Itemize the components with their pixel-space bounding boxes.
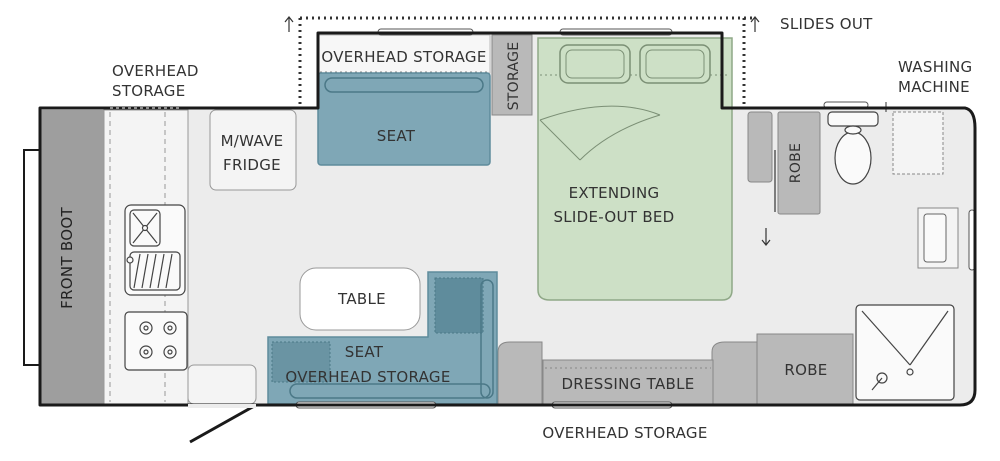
washing-label: WASHING bbox=[898, 58, 972, 76]
robe-bottom-label: ROBE bbox=[784, 361, 827, 379]
mwave-fridge bbox=[209, 109, 297, 191]
cooktop-icon bbox=[124, 311, 188, 371]
seat-bottom-label: SEAT bbox=[345, 343, 384, 361]
overhead-storage-bottom-label: OVERHEAD STORAGE bbox=[542, 424, 707, 442]
entry-door bbox=[189, 403, 257, 444]
dining-table bbox=[299, 267, 421, 331]
shower-icon bbox=[855, 304, 955, 401]
overhead-storage-left-label: OVERHEAD bbox=[112, 62, 199, 80]
lounge-seat bbox=[267, 271, 498, 405]
outer-walls bbox=[38, 31, 977, 407]
slides-out-label: SLIDES OUT bbox=[780, 15, 873, 33]
washing-machine bbox=[892, 111, 944, 175]
seat-top bbox=[317, 72, 491, 166]
slide-out-bed-label: SLIDE-OUT BED bbox=[553, 208, 674, 226]
front-boot-label: FRONT BOOT bbox=[58, 207, 76, 309]
robe-top-label: ROBE bbox=[788, 143, 804, 183]
extending-bed bbox=[537, 37, 733, 301]
robe-top bbox=[777, 111, 821, 215]
mwave-label: M/WAVE bbox=[221, 132, 284, 150]
storage-vertical bbox=[491, 34, 533, 116]
sink-icon bbox=[124, 204, 186, 296]
machine-label: MACHINE bbox=[898, 78, 970, 96]
toilet-icon bbox=[827, 111, 879, 185]
table-label: TABLE bbox=[337, 290, 386, 308]
extending-bed-label: EXTENDING bbox=[569, 184, 660, 202]
dressing-table bbox=[542, 359, 714, 405]
overhead-storage-left-label-2: STORAGE bbox=[112, 82, 186, 100]
fridge-label: FRIDGE bbox=[223, 156, 281, 174]
storage-vertical-label: STORAGE bbox=[506, 42, 522, 111]
overhead-storage-lounge-label: OVERHEAD STORAGE bbox=[285, 368, 450, 386]
front-boot bbox=[40, 110, 104, 404]
seat-top-label: SEAT bbox=[377, 127, 416, 145]
slide-out-outline bbox=[298, 16, 752, 106]
robe-bottom bbox=[756, 333, 854, 405]
slide-out-arrows bbox=[284, 16, 760, 32]
overhead-storage-top-label: OVERHEAD STORAGE bbox=[321, 48, 486, 66]
dressing-table-label: DRESSING TABLE bbox=[561, 375, 694, 393]
